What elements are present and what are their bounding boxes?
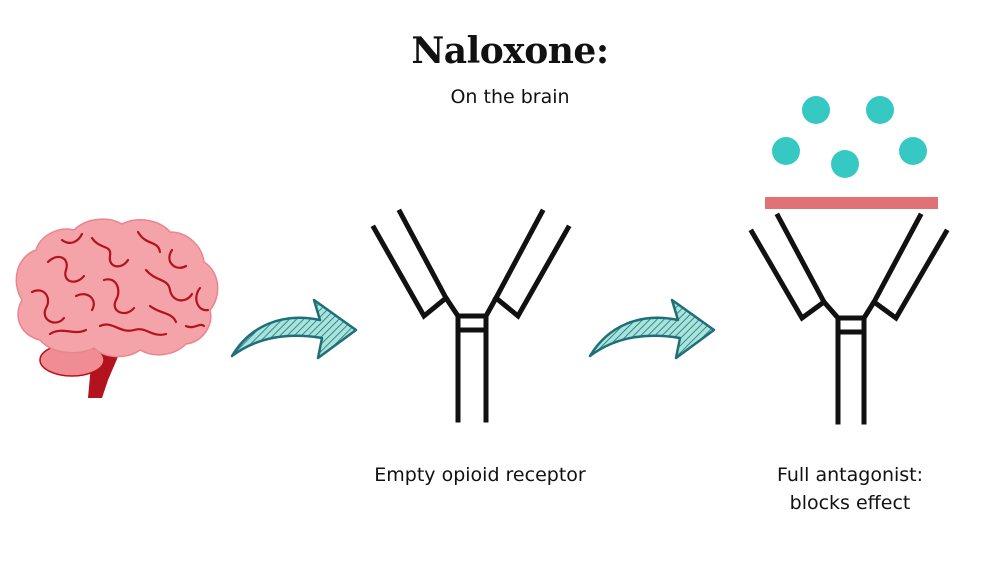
page-title: Naloxone: [411,30,609,72]
antagonist-block-bar [765,197,938,209]
molecule-dot [831,150,859,178]
empty-opioid-receptor-icon [370,208,572,423]
molecule-dot [802,96,830,124]
molecule-dot [866,96,894,124]
page-subtitle: On the brain [450,86,570,108]
full-antagonist-label: Full antagonist: blocks effect [730,461,970,517]
blocked-opioid-receptor-icon [748,212,950,425]
curved-arrow-icon-2 [588,298,716,360]
brain-folds [30,230,210,336]
naloxone-molecules [772,96,927,178]
full-antagonist-line1: Full antagonist: [776,464,924,486]
molecule-dot [772,137,800,165]
full-antagonist-line2: blocks effect [789,492,911,514]
brain-icon [15,218,219,398]
curved-arrow-icon-1 [230,298,358,360]
empty-receptor-label: Empty opioid receptor [374,464,586,486]
molecule-dot [899,137,927,165]
